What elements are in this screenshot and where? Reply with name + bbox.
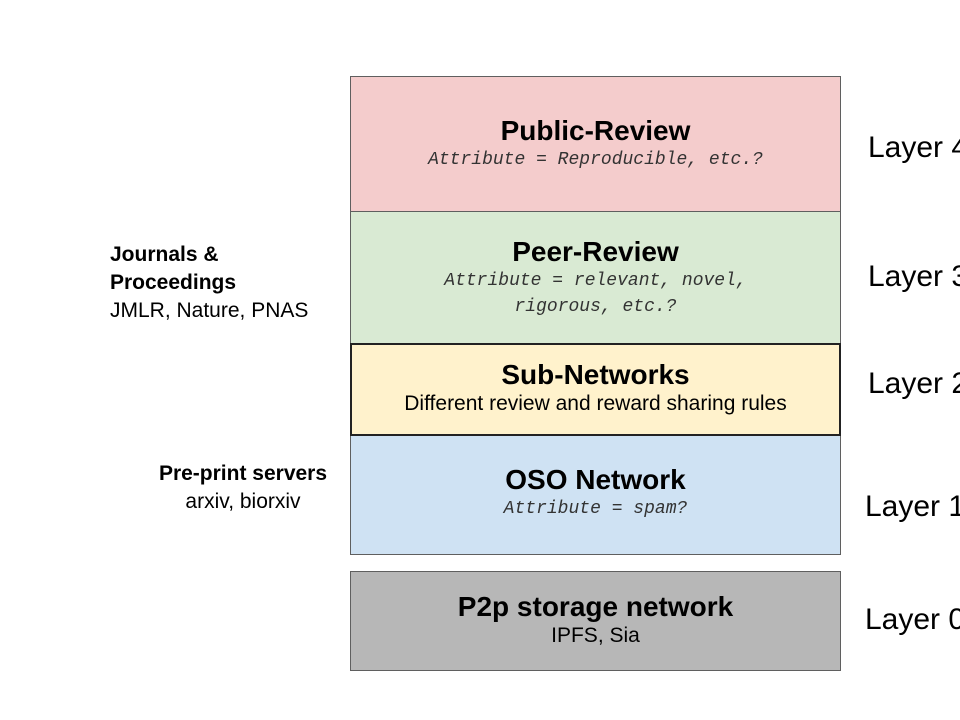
oso-network-title: OSO Network xyxy=(505,464,686,495)
p2p-storage-layer: P2p storage network IPFS, Sia xyxy=(350,571,841,671)
p2p-storage-examples: IPFS, Sia xyxy=(551,624,640,647)
preprint-examples: arxiv, biorxiv xyxy=(185,490,301,513)
layer-1-label: Layer 1 xyxy=(865,490,960,523)
preprint-note: Pre-print servers arxiv, biorxiv xyxy=(140,460,346,516)
p2p-storage-title: P2p storage network xyxy=(457,591,734,622)
oso-network-layer: OSO Network Attribute = spam? xyxy=(350,435,841,555)
peer-review-layer: Peer-Review Attribute = relevant, novel,… xyxy=(350,211,841,344)
layer-2-label: Layer 2 xyxy=(868,367,960,400)
sub-networks-description: Different review and reward sharing rule… xyxy=(404,392,787,415)
public-review-attribute: Attribute = Reproducible, etc.? xyxy=(428,150,763,170)
peer-review-attribute-line2: rigorous, etc.? xyxy=(514,297,677,317)
sub-networks-title: Sub-Networks xyxy=(501,359,690,390)
peer-review-title: Peer-Review xyxy=(512,236,679,267)
layer-0-label: Layer 0 xyxy=(865,603,960,636)
public-review-layer: Public-Review Attribute = Reproducible, … xyxy=(350,76,841,212)
journals-note: Journals & Proceedings JMLR, Nature, PNA… xyxy=(110,241,345,325)
journals-examples: JMLR, Nature, PNAS xyxy=(110,299,309,322)
peer-review-attribute-line1: Attribute = relevant, novel, xyxy=(444,271,747,291)
layer-4-label: Layer 4 xyxy=(868,131,960,164)
preprint-heading: Pre-print servers xyxy=(158,462,328,485)
journals-heading-line1: Journals & xyxy=(110,243,219,266)
layer-3-label: Layer 3 xyxy=(868,260,960,293)
journals-heading-line2: Proceedings xyxy=(110,271,237,294)
public-review-title: Public-Review xyxy=(500,115,691,146)
oso-network-attribute: Attribute = spam? xyxy=(503,499,688,519)
sub-networks-layer: Sub-Networks Different review and reward… xyxy=(350,343,841,436)
